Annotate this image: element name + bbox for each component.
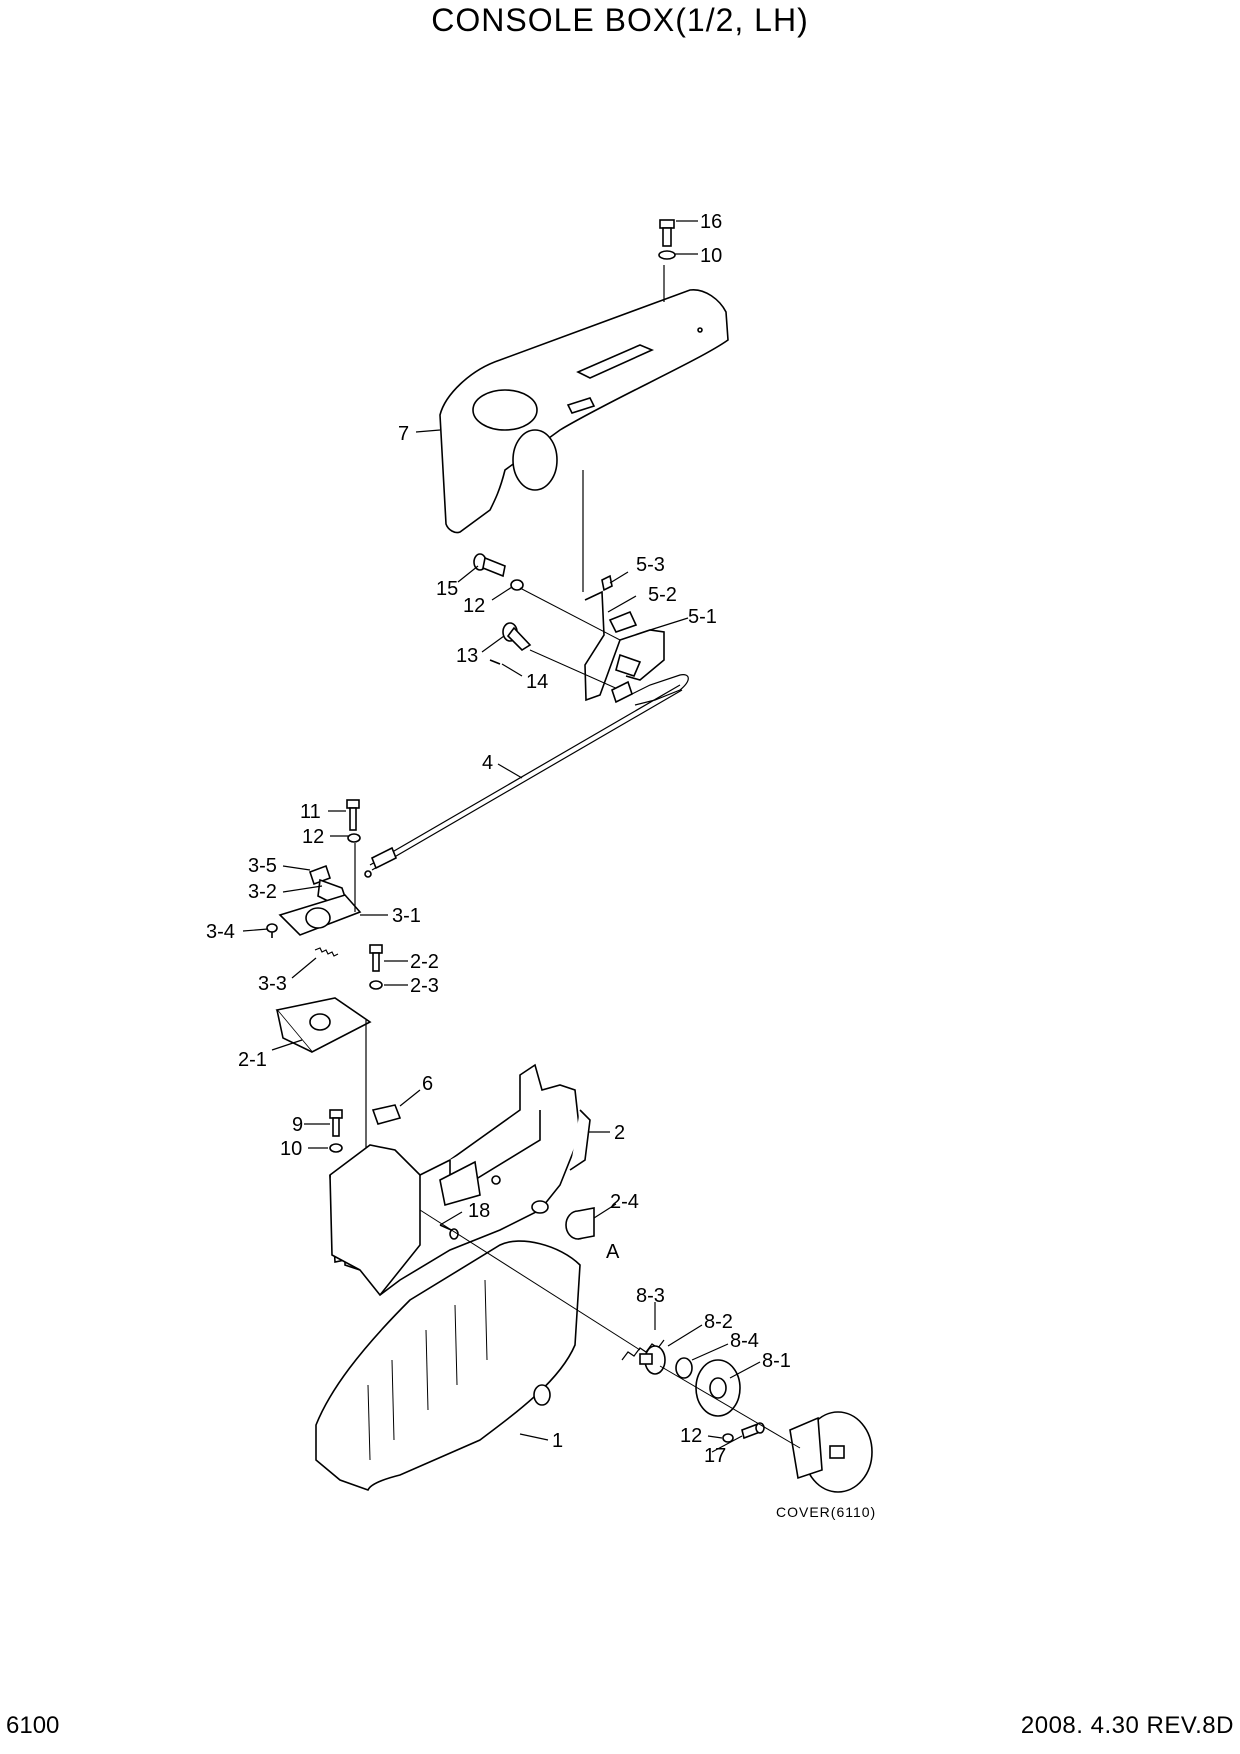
callout-12-left: 12 bbox=[302, 826, 324, 848]
callout-18: 18 bbox=[468, 1200, 490, 1222]
callout-2-1: 2-1 bbox=[238, 1049, 267, 1071]
callout-17: 17 bbox=[704, 1445, 726, 1467]
clip-6 bbox=[371, 1104, 402, 1125]
callout-2-2: 2-2 bbox=[410, 951, 439, 973]
callout-8-4: 8-4 bbox=[730, 1330, 759, 1352]
plate-8-1 bbox=[695, 1359, 741, 1417]
bolt-2-2 bbox=[369, 944, 383, 972]
console-body-part-2 bbox=[329, 1063, 591, 1297]
callout-3-4: 3-4 bbox=[206, 921, 235, 943]
callout-9: 9 bbox=[292, 1114, 303, 1136]
bolt-9 bbox=[329, 1109, 343, 1137]
callout-1: 1 bbox=[552, 1430, 563, 1452]
callout-16: 16 bbox=[700, 211, 722, 233]
callout-2-4: 2-4 bbox=[610, 1191, 639, 1213]
top-cover-part-7 bbox=[439, 289, 729, 534]
washer-2-3 bbox=[369, 980, 383, 990]
cable-part-4 bbox=[364, 674, 689, 878]
revision-date: 2008. 4.30 REV.8D bbox=[1020, 1712, 1234, 1739]
callout-2-3: 2-3 bbox=[410, 975, 439, 997]
washer-12-left bbox=[347, 833, 361, 843]
callout-4: 4 bbox=[482, 752, 493, 774]
callout-8-1: 8-1 bbox=[762, 1350, 791, 1372]
plate-2-1 bbox=[275, 997, 372, 1054]
bracket-5-1 bbox=[584, 590, 665, 702]
callout-10-lower: 10 bbox=[280, 1138, 302, 1160]
callout-labels: 16 10 7 5-3 15 5-2 12 5-1 13 14 4 11 12 … bbox=[206, 211, 876, 1520]
spring-3-3 bbox=[314, 947, 339, 957]
callout-8-3: 8-3 bbox=[636, 1285, 665, 1307]
shaft-8-2 bbox=[639, 1345, 666, 1375]
callout-7: 7 bbox=[398, 423, 409, 445]
page-title: CONSOLE BOX(1/2, LH) bbox=[431, 2, 809, 38]
washer-10-lower bbox=[329, 1143, 343, 1153]
pin-13 bbox=[502, 622, 532, 652]
bracket-3-1 bbox=[278, 894, 362, 936]
callout-3-1: 3-1 bbox=[392, 905, 421, 927]
leader-lines bbox=[242, 220, 761, 1453]
washer-12-upper bbox=[510, 579, 524, 591]
callout-12-knob: 12 bbox=[680, 1425, 702, 1447]
callout-15: 15 bbox=[436, 578, 458, 600]
callout-14: 14 bbox=[526, 671, 548, 693]
callout-5-3: 5-3 bbox=[636, 554, 665, 576]
bolt-11 bbox=[346, 799, 360, 831]
pin-5-3 bbox=[601, 574, 613, 592]
callout-11: 11 bbox=[300, 801, 321, 823]
page-number: 6100 bbox=[6, 1712, 60, 1739]
callout-a: A bbox=[606, 1241, 620, 1263]
callout-13: 13 bbox=[456, 645, 478, 667]
cover-knob bbox=[789, 1411, 873, 1493]
callout-3-3: 3-3 bbox=[258, 973, 287, 995]
screw-3-4 bbox=[266, 923, 278, 938]
callout-3-2: 3-2 bbox=[248, 881, 277, 903]
bushing-8-4 bbox=[675, 1357, 693, 1379]
callout-12-upper: 12 bbox=[463, 595, 485, 617]
callout-2: 2 bbox=[614, 1122, 625, 1144]
washer-12-knob bbox=[722, 1433, 734, 1443]
bushing-2-4 bbox=[565, 1207, 595, 1240]
callout-10-top: 10 bbox=[700, 245, 722, 267]
lower-box-part-1 bbox=[315, 1240, 581, 1492]
cover-reference-note: COVER(6110) bbox=[776, 1504, 876, 1520]
callout-3-5: 3-5 bbox=[248, 855, 277, 877]
callout-8-2: 8-2 bbox=[704, 1311, 733, 1333]
split-pin-14 bbox=[489, 659, 501, 665]
bolt-15 bbox=[473, 553, 506, 578]
bolt-16 bbox=[659, 219, 675, 247]
callout-6: 6 bbox=[422, 1073, 433, 1095]
callout-5-2: 5-2 bbox=[648, 584, 677, 606]
washer-10 bbox=[658, 250, 676, 260]
callout-5-1: 5-1 bbox=[688, 606, 717, 628]
clip-3-5 bbox=[308, 864, 332, 886]
